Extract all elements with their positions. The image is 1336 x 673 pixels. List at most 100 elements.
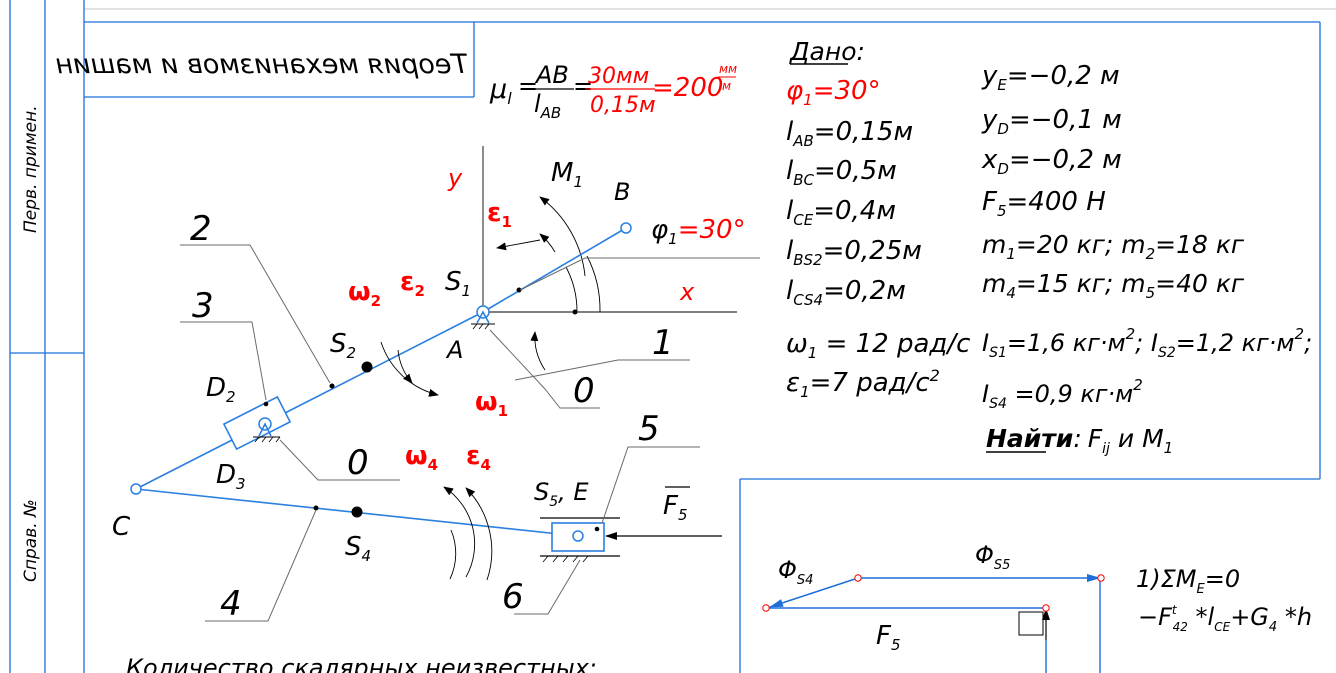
eps1-arc [539,233,556,253]
point-S4 [351,506,363,518]
equation-sum-moments: 1)ΣME=0 [1136,565,1240,597]
stamp-label-perv-primen: Перв. примен. [21,105,41,233]
mechanism-scheme [130,146,760,622]
given-xd: xD=−0,2 м [981,145,1122,178]
label-axis-x: x [679,278,695,306]
given-yd: yD=−0,1 м [981,105,1122,138]
label-omega1: ω1 [475,387,508,420]
leader-1 [519,257,760,291]
vector-phi-s4 [769,577,859,608]
leader-1b [514,359,690,381]
link-number-5: 5 [638,409,660,449]
point-mid-CE [313,505,319,511]
link-number-1: 1 [652,323,674,363]
label-omega2: ω2 [348,277,381,310]
bottom-text-unknowns: Количество скалярных неизвестных: [126,654,597,673]
support-D [253,417,281,443]
given-lbs2: lBS2=0,25м [786,236,922,269]
link-number-2: 2 [190,209,212,249]
leader-0-upper [544,388,600,409]
scale-den-value: 0,15м [590,93,656,118]
given-header: Дано: [789,37,865,66]
label-axis-y: y [447,164,463,192]
force-polygon [762,574,1105,673]
leader-3 [180,321,267,401]
scale-num-value: 30мм [588,64,649,89]
leader-6 [514,559,581,615]
leader-2 [180,244,331,384]
label-C: C [112,512,131,542]
right-angle-mark [1018,611,1044,636]
joint-C [130,483,142,495]
svg-text:μl: μl [489,74,512,108]
label-eps2: ε2 [400,267,425,300]
slider-D [222,395,292,451]
given-lbc: lBC=0,5м [786,156,897,189]
eps2-arc [380,341,439,397]
label-F5: F5 [663,491,688,524]
link-number-6: 6 [502,577,524,617]
given-inertia-2: IS4 =0,9 кг·м2 [982,376,1143,412]
phi-arc-1 [565,266,578,313]
link-BC [135,311,484,490]
given-ye: yE=−0,2 м [981,61,1120,94]
link-number-0-lower: 0 [347,443,369,483]
link-number-3: 3 [192,286,214,326]
scale-denominator: l [534,90,541,118]
label-phi1: φ1=30° [651,215,746,248]
omega2-arc [397,349,413,384]
label-D3: D3 [216,460,246,493]
link-number-4: 4 [220,584,242,624]
svg-text:lAB: lAB [534,90,561,122]
eq-sign-1: = [518,72,538,100]
omega4-arc [443,486,476,578]
label-S4: S4 [345,532,371,565]
eps4-arc [465,487,493,581]
omega1-arc [530,331,546,371]
link-AB [482,227,627,313]
phi-arc-2 [586,255,601,313]
label-eps4: ε4 [466,441,491,474]
slider-E [540,517,620,563]
given-block: Дано: φ1=30° lAB=0,15м lBC=0,5м lCE=0,4м… [786,37,1312,457]
label-phi-s4: ΦS4 [778,556,813,588]
point-mid-BC [329,383,335,389]
point-S1 [516,287,522,293]
mu-sub: l [507,89,512,108]
scale-formula: μl = AB lAB = 30мм 0,15м =200 мм м [489,61,737,122]
given-eps1: ε1=7 рад/с2 [786,366,940,401]
given-phi1: φ1=30° [786,76,881,109]
label-omega4: ω4 [405,441,438,474]
scale-result: =200 [652,73,723,103]
title-text-mirrored: Теория механизмов и машин [55,49,468,80]
mu-symbol: μ [489,74,507,105]
eq-sign-2: = [573,72,593,100]
given-omega1: ω1 = 12 рад/с [786,329,970,362]
given-lcs4: lCS4=0,2м [786,276,906,309]
label-f5-polygon: F5 [876,621,901,654]
eps1-arrow [496,239,541,251]
point-x [572,309,578,315]
leader-5 [601,446,700,524]
given-masses-1: m1=20 кг; m2=18 кг [982,230,1245,263]
given-inertia-1: IS1=1,6 кг·м2; IS2=1,2 кг·м2; [982,325,1312,361]
moment-arc [539,196,586,277]
leader-4 [205,509,317,622]
label-phi-s5: ΦS5 [975,541,1010,573]
given-lce: lCE=0,4м [786,196,896,229]
page-title: Теория механизмов и машин [55,49,468,80]
label-D2: D2 [206,373,236,406]
label-S1: S1 [445,267,471,300]
scale-unit-bottom: м [722,79,731,93]
leader-0-lower [279,439,400,481]
stamp-label-sprav-no: Справ. № [21,499,41,582]
leader-A0 [489,329,546,390]
label-eps1: ε1 [487,198,512,231]
given-masses-2: m4=15 кг; m5=40 кг [982,269,1245,302]
label-S5-E: S5, E [534,478,589,510]
joint-B [620,222,632,234]
omega4-extra [449,529,457,580]
